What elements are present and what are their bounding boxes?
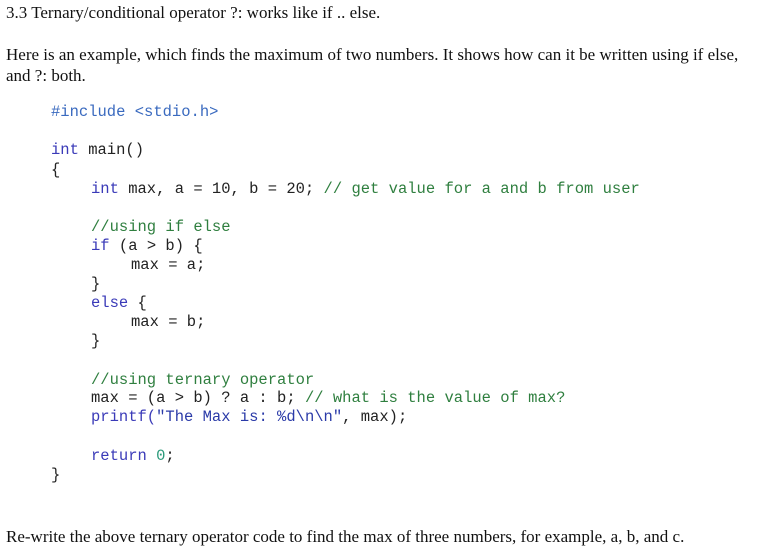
- main-close-brace: }: [51, 466, 61, 484]
- decl-rest: max, a = 10, b = 20;: [118, 180, 324, 198]
- printf-args: , max);: [342, 408, 408, 426]
- printf-line: printf("The Max is: %d\n\n", max);: [91, 408, 407, 427]
- main-type: int: [51, 141, 79, 159]
- if-condition: (a > b) {: [109, 237, 203, 255]
- comment-if-else: //using if else: [91, 218, 231, 236]
- return-semicolon: ;: [165, 447, 175, 465]
- if-close-brace: }: [91, 275, 101, 293]
- main-signature-line: int main(): [51, 141, 144, 160]
- ternary-code: max = (a > b) ? a : b;: [91, 389, 305, 407]
- decl-comment: // get value for a and b from user: [323, 180, 640, 198]
- comment-ternary: //using ternary operator: [91, 371, 315, 389]
- else-brace: {: [128, 294, 147, 312]
- printf-name: printf(: [91, 408, 157, 426]
- if-line: if (a > b) {: [91, 237, 203, 256]
- else-line: else {: [91, 294, 147, 313]
- ternary-comment: // what is the value of max?: [304, 389, 566, 407]
- else-keyword: else: [91, 294, 129, 312]
- return-keyword: return: [91, 447, 147, 465]
- if-keyword: if: [91, 237, 110, 255]
- intro-paragraph: Here is an example, which finds the maxi…: [6, 45, 739, 85]
- assign-b-line: max = b;: [131, 313, 206, 331]
- exercise-prompt: Re-write the above ternary operator code…: [6, 527, 685, 546]
- return-line: return 0;: [91, 447, 175, 466]
- return-value: 0: [146, 447, 166, 465]
- else-close-brace: }: [91, 332, 101, 350]
- main-open-brace: {: [51, 161, 61, 179]
- declaration-line: int max, a = 10, b = 20; // get value fo…: [91, 180, 640, 199]
- assign-a-line: max = a;: [131, 256, 206, 274]
- include-line: #include <stdio.h>: [51, 103, 219, 121]
- ternary-line: max = (a > b) ? a : b; // what is the va…: [91, 389, 565, 408]
- section-heading: 3.3 Ternary/conditional operator ?: work…: [6, 3, 381, 22]
- printf-string: "The Max is: %d\n\n": [156, 408, 343, 426]
- decl-type: int: [91, 180, 119, 198]
- main-name: main(): [78, 141, 145, 159]
